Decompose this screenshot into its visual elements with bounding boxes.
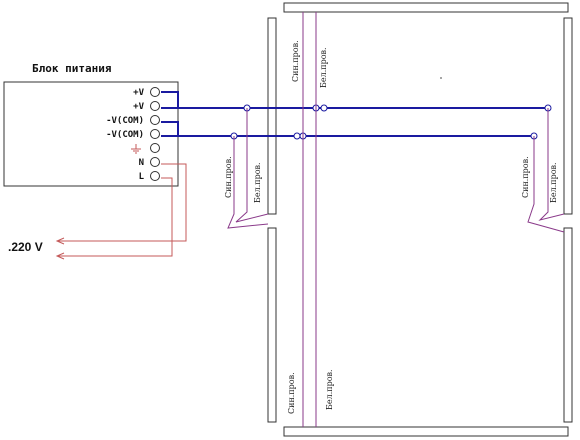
- terminal-row: -V(COM): [106, 115, 160, 126]
- frame-outline: [267, 2, 573, 437]
- terminal-screw: [150, 115, 160, 125]
- psu-box: [3, 81, 179, 187]
- terminal-screw: [150, 143, 160, 153]
- label-white-left: Бел.пров.: [253, 162, 262, 203]
- junction: [320, 104, 328, 112]
- label-white-right: Бел.пров.: [549, 162, 558, 203]
- terminal-row: [131, 143, 160, 154]
- ground-icon: [131, 144, 141, 154]
- label-blue-right: Син.пров.: [521, 156, 530, 198]
- psu-title: Блок питания: [32, 62, 111, 75]
- terminal-screw: [150, 87, 160, 97]
- terminal-screw: [150, 129, 160, 139]
- wire-labels: Син.пров. Бел.пров. Син.пров. Бел.пров. …: [224, 40, 558, 414]
- arrow-head: [55, 252, 65, 260]
- label-blue-top: Син.пров.: [291, 40, 300, 82]
- mains-wires: [55, 163, 187, 260]
- terminal-screw: [150, 171, 160, 181]
- wire-n: [58, 163, 187, 242]
- bottom-rail: [283, 426, 569, 437]
- minus-v-jumper: [161, 121, 179, 137]
- terminal-row: -V(COM): [106, 129, 160, 140]
- terminal-screw: [150, 101, 160, 111]
- drop-wires: [227, 12, 565, 427]
- junction: [293, 132, 301, 140]
- junctions: [230, 104, 552, 140]
- terminal-label: +V: [133, 102, 144, 112]
- terminal-row: +V: [133, 101, 160, 112]
- terminal-screw: [150, 157, 160, 167]
- psu-terminals: +V +V -V(COM) -V(COM) NL: [106, 87, 160, 182]
- terminal-row: L: [139, 171, 160, 182]
- terminal-row: N: [139, 157, 160, 168]
- terminal-row: +V: [133, 87, 160, 98]
- left-wire-white: [235, 108, 269, 223]
- label-blue-bottom: Син.пров.: [287, 372, 296, 414]
- label-white-top: Бел.пров.: [319, 47, 328, 88]
- right-lower-post: [563, 227, 573, 423]
- terminal-label: +V: [133, 88, 144, 98]
- terminal-label: -V(COM): [106, 130, 144, 140]
- terminal-label: L: [139, 172, 145, 182]
- right-wire-blue: [527, 136, 565, 233]
- wire-l: [58, 177, 173, 257]
- mains-voltage: .220 V: [8, 240, 43, 254]
- label-white-bottom: Бел.пров.: [325, 369, 334, 410]
- terminal-label: N: [139, 158, 144, 168]
- terminal-label: -V(COM): [106, 116, 144, 126]
- right-upper-post: [563, 17, 573, 215]
- blue-bus: [161, 91, 548, 137]
- top-rail: [283, 2, 569, 13]
- power-supply-block: Блок питания +V +V -V(COM) -V(COM) NL: [3, 62, 179, 187]
- plus-v-jumper: [161, 91, 179, 109]
- label-blue-left: Син.пров.: [224, 156, 233, 198]
- left-lower-post: [267, 227, 277, 423]
- left-upper-post: [267, 17, 277, 215]
- arrow-head: [55, 237, 65, 245]
- dot-mark: [440, 77, 442, 79]
- right-wire-white: [538, 108, 565, 221]
- left-wire-blue: [227, 136, 269, 229]
